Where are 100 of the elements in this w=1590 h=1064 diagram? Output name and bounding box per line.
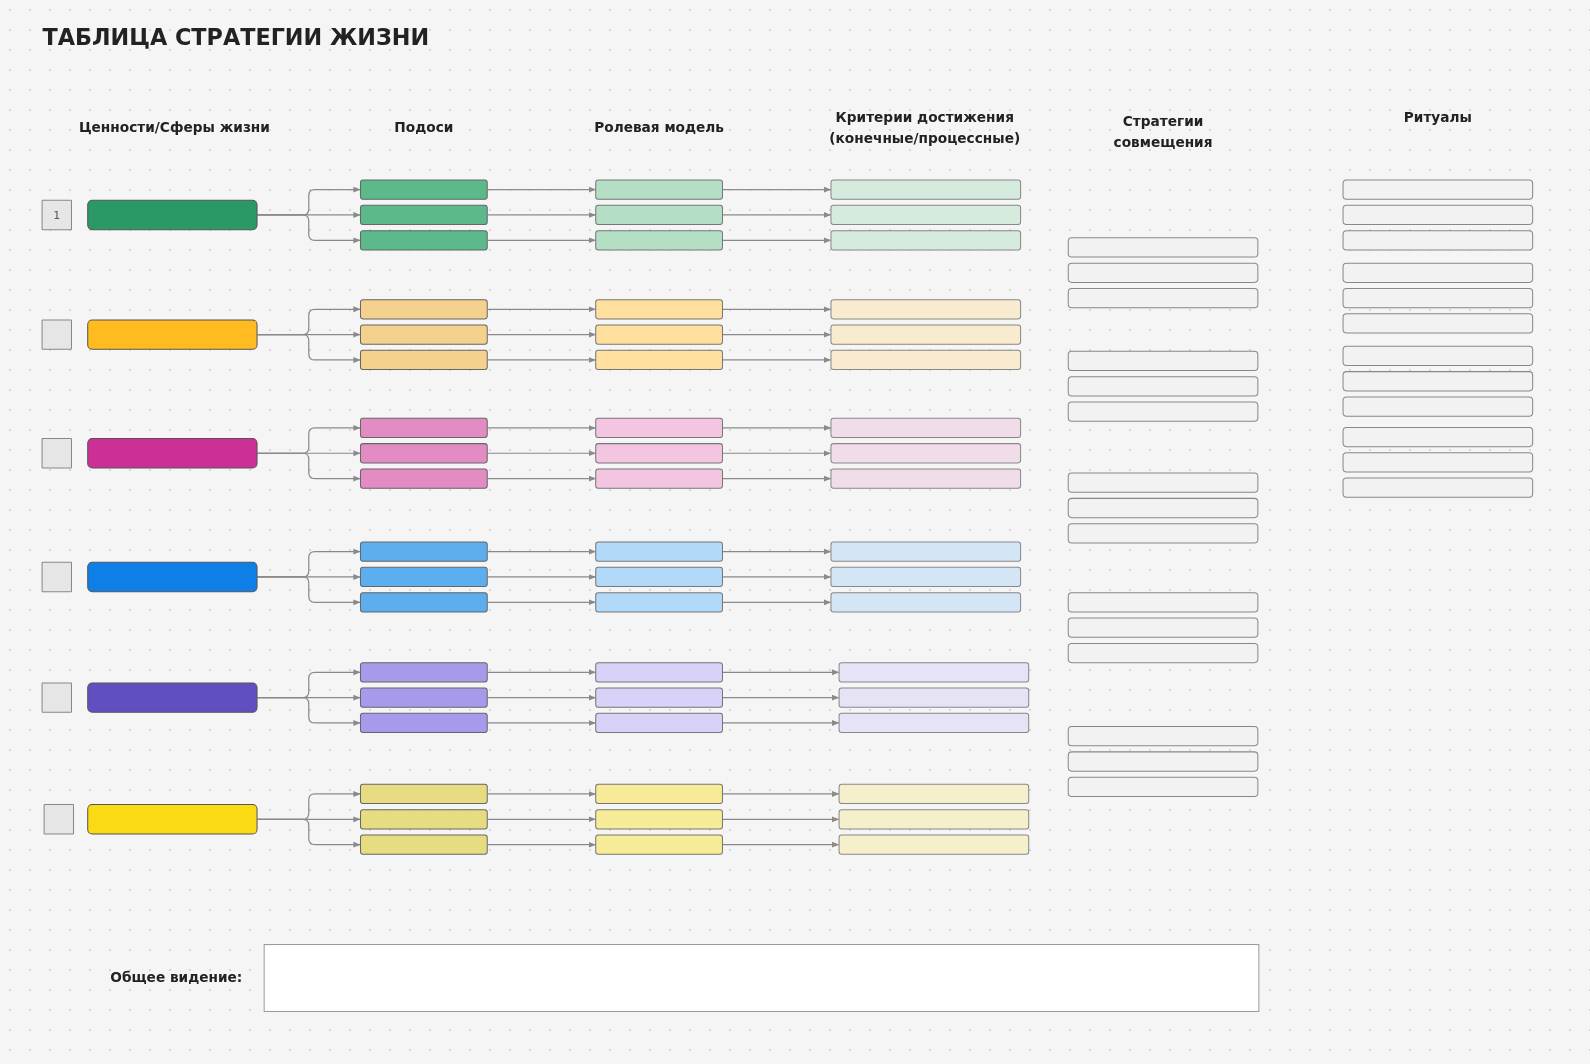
criteria-field [838,834,1030,855]
strategy-field [1067,642,1259,664]
role-field [595,783,723,805]
role-field [595,443,723,464]
strategy-field [1067,472,1259,493]
ritual-field [1342,452,1534,473]
arrow [722,791,840,797]
goal-field [359,592,488,613]
role-field [595,662,723,683]
arrow [487,599,596,606]
column-header: Критерии достижения (конечные/процессные) [828,107,1022,148]
strategy-field [1067,262,1259,283]
arrow [487,475,596,482]
number-box [43,804,74,835]
goal-field [359,324,488,345]
arrow [722,212,832,218]
role-field [595,712,723,734]
goal-field [359,662,488,683]
ritual-field [1342,477,1534,498]
arrow [487,694,596,701]
number-box [41,438,72,469]
criteria-field [830,541,1022,562]
criteria-field [830,592,1022,613]
goal-field [359,443,488,464]
page-title: ТАБЛИЦА СТРАТЕГИИ ЖИЗНИ [42,24,430,50]
arrow [487,212,596,218]
value-bar [87,682,258,713]
criteria-field [830,299,1022,320]
column-header: Подоси [393,117,455,137]
arrow [256,576,361,606]
ritual-field [1342,262,1534,283]
strategy-field [1067,376,1259,397]
ritual-field [1342,345,1534,367]
ritual-field [1342,313,1534,334]
arrow [722,816,840,823]
criteria-field [830,349,1022,371]
strategy-field [1067,776,1259,797]
role-field [595,204,723,226]
ritual-field [1342,371,1534,392]
arrow [256,818,361,848]
arrow [256,697,361,726]
arrow [722,841,840,848]
column-header: Ценности/Сферы жизни [77,117,271,137]
goal-field [359,230,488,251]
arrow [487,574,596,580]
arrow [722,669,840,676]
strategy-field [1067,350,1259,372]
criteria-field [830,179,1022,200]
strategy-field [1067,523,1259,544]
strategy-field [1067,401,1259,422]
arrow [487,841,596,848]
criteria-field [830,468,1022,489]
role-field [595,566,723,588]
goal-field [359,834,488,855]
arrow [487,816,596,823]
goal-field [359,687,488,708]
arrow [487,306,596,313]
strategy-field [1067,726,1259,747]
arrow [722,331,832,338]
role-field [595,230,723,251]
criteria-field [830,230,1022,251]
ritual-field [1342,288,1534,309]
arrow [487,791,596,797]
column-header: Ролевая модель [593,117,725,137]
number-box [41,561,72,593]
role-field [595,687,723,708]
goal-field [359,299,488,320]
role-field [595,834,723,855]
arrow [487,548,596,555]
goal-field [359,349,488,371]
criteria-field [838,712,1030,734]
goal-field [359,179,488,200]
criteria-field [838,809,1030,830]
ritual-field [1342,204,1534,226]
value-bar [87,438,258,469]
field-label: Общее видение: [110,968,243,985]
criteria-field [838,687,1030,708]
value-bar [87,199,258,231]
criteria-field [830,324,1022,345]
role-field [595,349,723,371]
strategy-field [1067,592,1259,613]
arrow [487,186,596,193]
arrow [722,425,832,431]
arrow [722,186,832,193]
arrow [487,425,596,431]
criteria-field [830,417,1022,439]
ritual-field [1342,179,1534,200]
criteria-field [830,566,1022,588]
role-field [595,809,723,830]
goal-field [359,566,488,588]
strategy-field [1067,288,1259,309]
value-bar [87,319,258,350]
ritual-field [1342,230,1534,251]
arrow [487,331,596,338]
arrow [722,548,832,555]
goal-field [359,541,488,562]
arrow [487,450,596,457]
arrow [487,720,596,726]
role-field [595,324,723,345]
arrow [256,334,361,363]
